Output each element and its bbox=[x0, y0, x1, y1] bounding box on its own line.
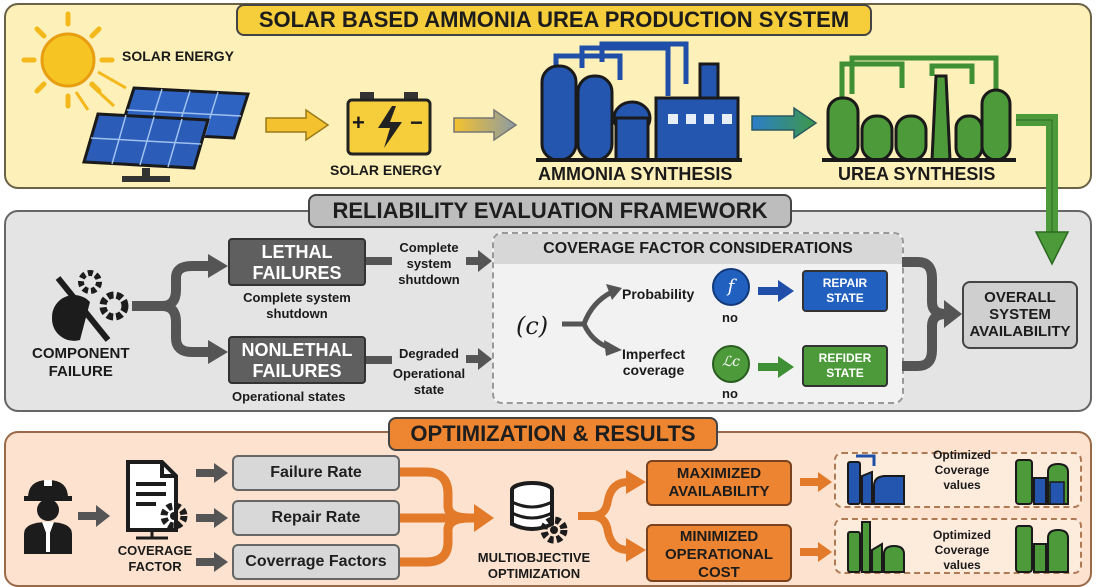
coverage-factors-box: Coverrage Factors bbox=[232, 544, 400, 580]
flow-arrow-icon bbox=[78, 505, 110, 527]
battery-plus: + bbox=[352, 110, 365, 135]
no-label-2: no bbox=[722, 386, 738, 401]
solar-system-title: SOLAR BASED AMMONIA UREA PRODUCTION SYST… bbox=[236, 4, 872, 36]
split-arrows bbox=[578, 470, 646, 562]
flow-arrow-icon bbox=[265, 108, 330, 142]
repair-rate-box: Repair Rate bbox=[232, 500, 400, 536]
flow-arrow-icon bbox=[466, 250, 492, 272]
nonlethal-description: Operational states bbox=[232, 389, 346, 404]
ammonia-plant-icon bbox=[536, 41, 742, 162]
flow-arrow-icon bbox=[196, 552, 228, 572]
coverage-title: COVERAGE FACTOR CONSIDERATIONS bbox=[494, 234, 902, 264]
solar-energy-label-2: SOLAR ENERGY bbox=[330, 162, 443, 178]
green-blue-plant-icon bbox=[1015, 459, 1069, 505]
blue-plant-icon bbox=[847, 454, 905, 505]
flow-arrow-icon bbox=[758, 356, 794, 378]
battery-minus: − bbox=[410, 110, 423, 135]
battery-icon bbox=[346, 92, 432, 156]
sun-icon bbox=[21, 11, 127, 111]
flow-arrow-icon bbox=[196, 508, 228, 528]
engineer-icon bbox=[24, 480, 72, 554]
coverage-symbol: (c) bbox=[516, 312, 549, 340]
merge-arrows bbox=[400, 467, 494, 567]
flow-arrow-icon bbox=[453, 108, 518, 142]
flow-arrow-icon bbox=[366, 356, 392, 364]
f-symbol-icon bbox=[712, 268, 750, 306]
flow-arrow-icon bbox=[751, 106, 818, 140]
solar-panel-icon bbox=[82, 86, 251, 182]
probability-label: Probability bbox=[622, 286, 695, 302]
f-symbol: f bbox=[727, 276, 735, 297]
flow-arrow-icon bbox=[466, 348, 492, 370]
solar-energy-label-1: SOLAR ENERGY bbox=[122, 48, 235, 64]
lc-symbol-icon bbox=[712, 345, 750, 383]
urea-to-availability-arrow bbox=[1016, 114, 1070, 266]
flow-arrow-icon bbox=[196, 463, 228, 483]
broken-gear-icon bbox=[51, 270, 129, 342]
failure-rate-box: Failure Rate bbox=[232, 455, 400, 491]
flow-arrow-icon bbox=[800, 472, 832, 492]
flow-arrow-icon bbox=[758, 280, 794, 302]
flow-arrow-icon bbox=[366, 257, 392, 265]
no-label-1: no bbox=[722, 310, 738, 325]
database-gear-icon bbox=[510, 481, 568, 544]
urea-plant-icon bbox=[822, 55, 1016, 162]
ammonia-synthesis-label: AMMONIA SYNTHESIS bbox=[538, 164, 733, 184]
reliability-title: RELIABILITY EVALUATION FRAMEWORK bbox=[308, 194, 792, 228]
merge-arrows bbox=[902, 257, 962, 371]
urea-synthesis-label: UREA SYNTHESIS bbox=[838, 164, 996, 184]
document-gear-icon bbox=[126, 460, 188, 540]
flow-arrow-icon bbox=[800, 542, 832, 562]
optimization-title: OPTIMIZATION & RESULTS bbox=[388, 417, 718, 451]
green-plant-icon bbox=[847, 521, 905, 573]
coverage-branch-arrows bbox=[562, 284, 622, 356]
branch-arrows bbox=[132, 254, 228, 364]
green-plant-icon-2 bbox=[1015, 525, 1069, 573]
lc-symbol: ℒc bbox=[722, 354, 740, 370]
